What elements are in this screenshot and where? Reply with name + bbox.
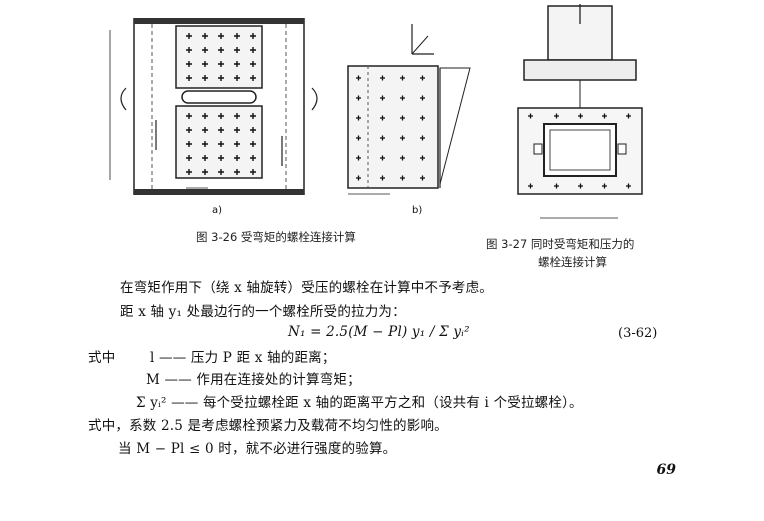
figure-3-26b: [330, 14, 480, 209]
figure-3-26-caption: 图 3-26 受弯矩的螺栓连接计算: [196, 230, 356, 244]
text-line-1: 在弯矩作用下（绕 x 轴旋转）受压的螺栓在计算中不予考虑。: [120, 280, 493, 296]
figure-3-27-caption-2: 螺栓连接计算: [538, 255, 607, 269]
text-line-2: 距 x 轴 y₁ 处最边行的一个螺栓所受的拉力为：: [120, 304, 406, 320]
figure-3-26a-label: a): [212, 205, 223, 216]
page-number: 69: [656, 462, 676, 478]
figure-3-27-caption-1: 图 3-27 同时受弯矩和压力的: [486, 237, 635, 251]
figure-3-26a: [104, 10, 334, 205]
formula-3-62: N₁ = 2.5(M − Pl) y₁ / Σ yᵢ²: [288, 324, 470, 340]
definition-m: M —— 作用在连接处的计算弯矩；: [146, 372, 361, 388]
definition-sum-y: Σ yᵢ² —— 每个受拉螺栓距 x 轴的距离平方之和（设共有 i 个受拉螺栓）…: [136, 395, 583, 411]
figure-3-26b-label: b): [412, 205, 423, 216]
definition-l: l —— 压力 P 距 x 轴的距离；: [150, 350, 336, 366]
where-label: 式中: [88, 350, 116, 366]
text-line-4: 当 M − Pl ≤ 0 时，就不必进行强度的验算。: [118, 441, 397, 457]
text-line-3: 式中，系数 2.5 是考虑螺栓预紧力及载荷不均匀性的影响。: [88, 418, 448, 434]
equation-number: (3-62): [618, 326, 658, 341]
figure-3-27: [510, 4, 650, 229]
